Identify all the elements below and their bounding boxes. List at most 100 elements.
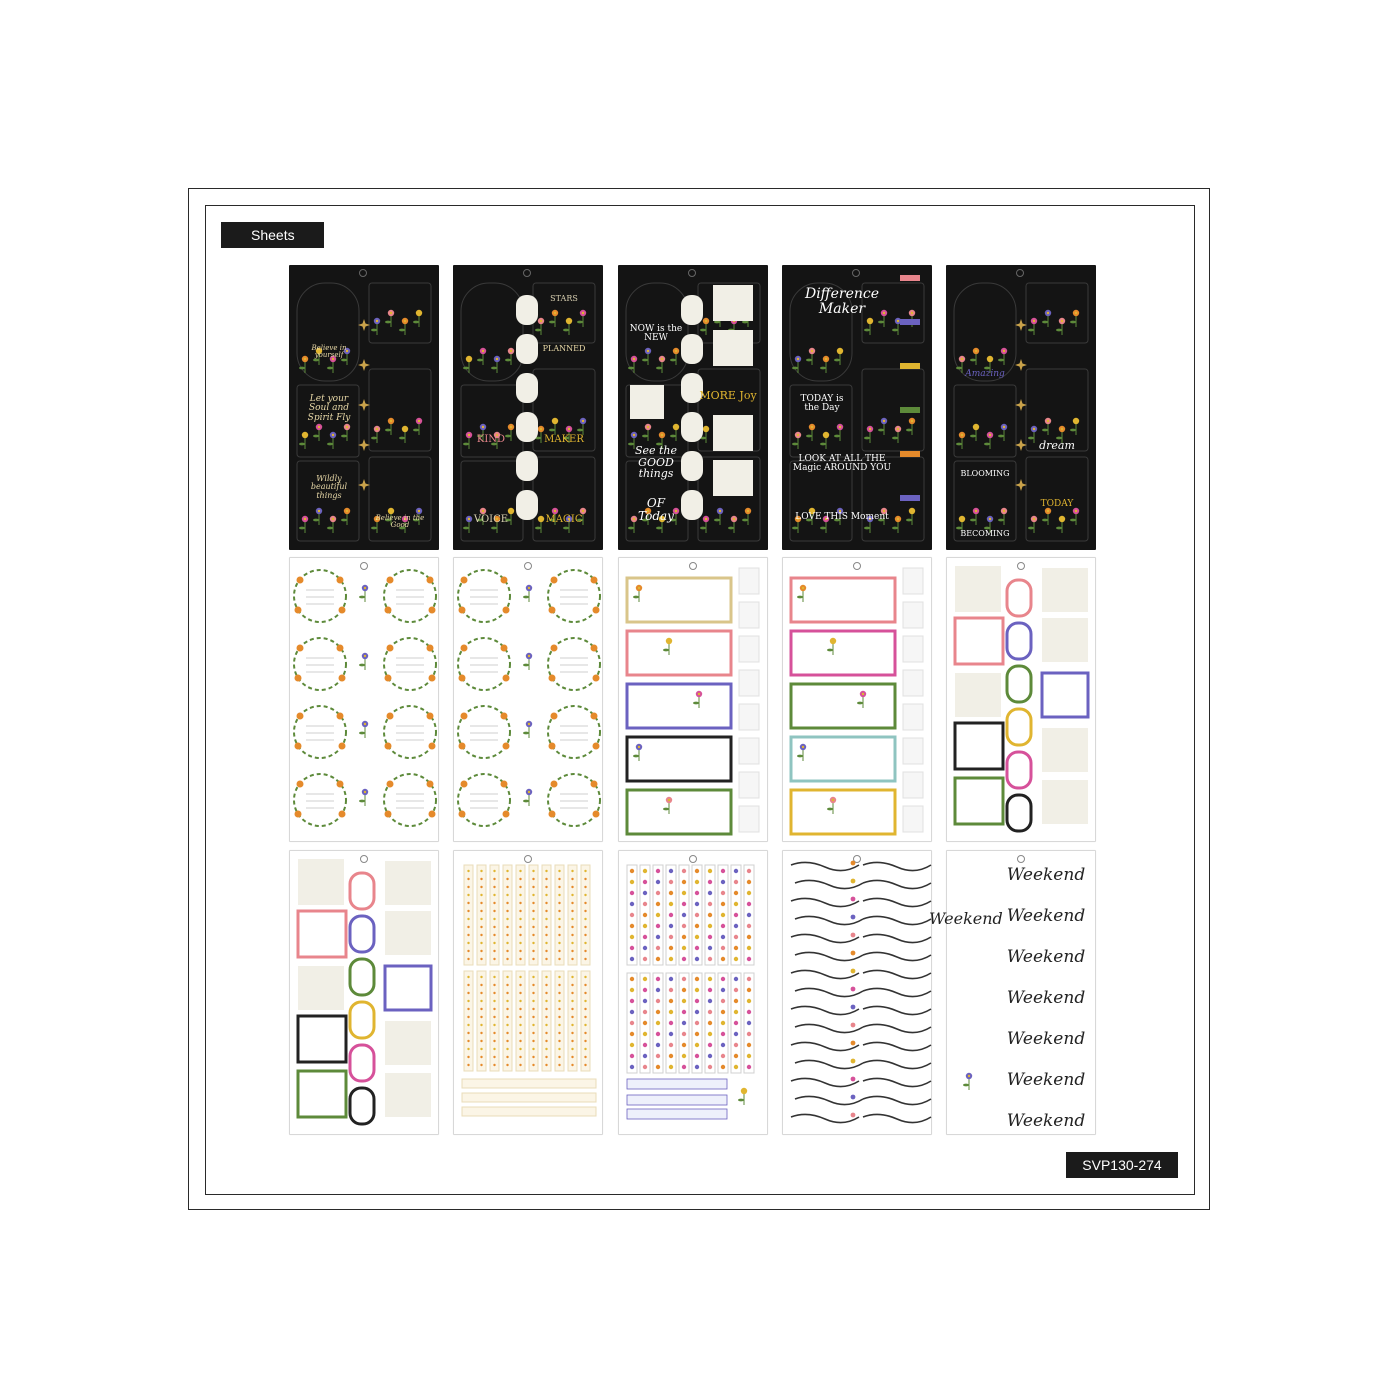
note-box [713, 415, 753, 451]
appointment-script [862, 1113, 932, 1124]
sticker-phrase: Weekend [1006, 947, 1086, 967]
oval-frame [1005, 793, 1033, 833]
hang-hole [360, 562, 368, 570]
appointment-script [790, 1077, 860, 1088]
sticker-phrase: Difference Maker [804, 286, 880, 317]
hang-hole [360, 855, 368, 863]
square-frame [296, 1069, 348, 1119]
flower-icon [491, 355, 501, 373]
mini-tab [902, 703, 924, 731]
flower-icon [878, 309, 888, 327]
flower-icon [963, 1072, 973, 1090]
sparkle-icon [358, 439, 370, 451]
washi-strip [502, 864, 513, 966]
sticker-phrase: KIND [476, 434, 506, 445]
washi-strip [567, 864, 578, 966]
flower-icon [371, 425, 381, 443]
flower-icon [663, 796, 673, 814]
flower-icon [792, 355, 802, 373]
wreath-label [457, 773, 511, 827]
sticker-outline [460, 384, 524, 458]
flower-icon [399, 317, 409, 335]
flower-icon [797, 584, 807, 602]
appointment-script [790, 897, 860, 908]
sticker-phrase: LOVE THIS Moment [795, 512, 889, 522]
flower-icon [549, 417, 559, 435]
oval-frame [1005, 707, 1033, 747]
flower-icon [1028, 515, 1038, 533]
flower-icon [563, 317, 573, 335]
square-frame [1040, 671, 1090, 719]
flower-icon [827, 637, 837, 655]
note-square [385, 861, 431, 905]
wreath-label [383, 773, 437, 827]
mini-tab [902, 601, 924, 629]
flower-icon [313, 423, 323, 441]
sticker-phrase: See the GOOD things [634, 444, 678, 481]
sticker-phrase: Weekend [929, 909, 1003, 928]
flower-icon [413, 417, 423, 435]
sticker-sheet [946, 557, 1096, 842]
hang-hole [853, 562, 861, 570]
flower-icon [535, 425, 545, 443]
sticker-artwork [460, 282, 596, 542]
flower-icon [549, 309, 559, 327]
oval-label [516, 490, 538, 520]
flower-icon [820, 515, 830, 533]
flower-icon [892, 425, 902, 443]
sticker-artwork [953, 282, 1089, 542]
flower-icon [413, 507, 423, 525]
flower-icon [693, 690, 703, 708]
sticker-phrase: TODAY is the Day [800, 394, 844, 414]
appointment-script [862, 879, 932, 890]
flower-icon [864, 317, 874, 335]
sticker-outline [296, 282, 360, 382]
sticker-outline [1025, 282, 1089, 344]
flower-icon [797, 743, 807, 761]
appointment-script [862, 915, 932, 926]
flower-icon [820, 355, 830, 373]
oval-frame [348, 1000, 376, 1040]
flower-icon [463, 355, 473, 373]
appointment-script [794, 1023, 864, 1034]
flower-icon [984, 355, 994, 373]
flower-icon [341, 507, 351, 525]
hang-hole [359, 269, 367, 277]
note-square [385, 1021, 431, 1065]
sticker-phrase: STARS [550, 294, 578, 303]
wreath-label [383, 637, 437, 691]
oval-label [681, 373, 703, 403]
hang-hole [689, 562, 697, 570]
sticker-outline [953, 384, 1017, 458]
appointment-script [862, 1095, 932, 1106]
flower-icon [670, 423, 680, 441]
flower-icon [642, 507, 652, 525]
sticker-outline [861, 456, 925, 542]
note-square [955, 566, 1001, 612]
note-square [955, 673, 1001, 717]
sticker-sheet [618, 850, 768, 1135]
sparkle-icon [1015, 479, 1027, 491]
sticker-artwork [293, 569, 437, 827]
sticker-phrase: MAGIC [545, 514, 583, 525]
sticker-sheet [453, 850, 603, 1135]
oval-label [516, 334, 538, 364]
washi-strip [515, 864, 526, 966]
sticker-phrase: LOOK AT ALL THE Magic AROUND YOU [792, 454, 892, 474]
square-frame [953, 616, 1005, 666]
sticker-sheet [782, 850, 932, 1135]
notes-box [625, 735, 733, 783]
floral-strip [626, 1094, 728, 1106]
flower-icon [505, 507, 515, 525]
flower-icon [1056, 515, 1066, 533]
mini-tab [738, 567, 760, 595]
square-frame [953, 776, 1005, 826]
flower-icon [1028, 425, 1038, 443]
square-frame [953, 721, 1005, 771]
mini-tab [738, 805, 760, 833]
washi-strip [580, 864, 591, 966]
washi-strip [461, 1078, 597, 1089]
